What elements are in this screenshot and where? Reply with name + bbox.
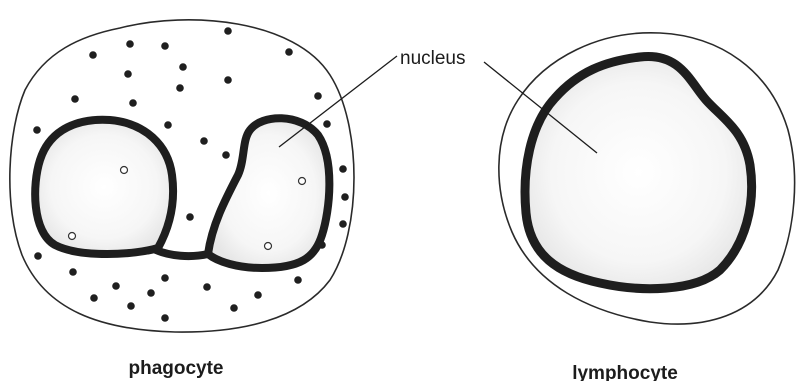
phagocyte-label: phagocyte: [128, 358, 223, 379]
lymphocyte-cell: [499, 33, 795, 324]
lymphocyte-label: lymphocyte: [572, 363, 678, 381]
nucleus-label: nucleus: [400, 48, 466, 69]
phagocyte-cell: [10, 20, 354, 332]
phagocyte-nucleus-left-lobe: [35, 120, 173, 254]
